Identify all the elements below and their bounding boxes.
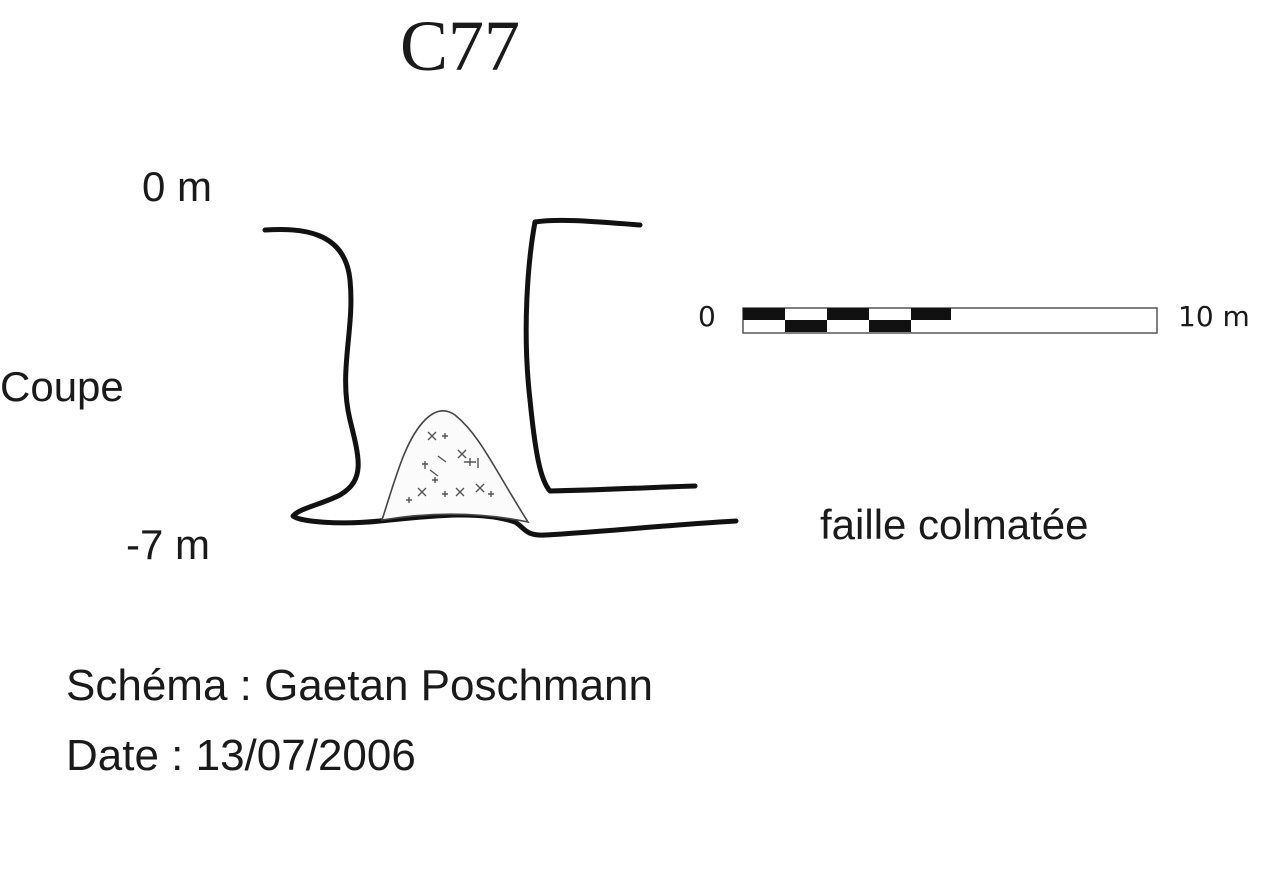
- scale-bar: [742, 307, 1158, 334]
- depth-label-bottom: -7 m: [126, 521, 210, 568]
- survey-date: Date : 13/07/2006: [66, 731, 416, 780]
- feature-label: faille colmatée: [820, 501, 1089, 548]
- scale-min-label: 0: [698, 300, 716, 333]
- depth-label-top: 0 m: [142, 163, 213, 210]
- diagram-title: C77: [400, 6, 521, 86]
- debris-cone: [380, 410, 530, 524]
- cave-wall-right: [523, 217, 698, 494]
- cave-floor: [377, 512, 739, 538]
- author-credit: Schéma : Gaetan Poschmann: [66, 661, 653, 710]
- debris-hatching: [406, 431, 494, 503]
- cave-wall-left: [262, 227, 383, 526]
- scale-max-label: 10 m: [1178, 300, 1250, 333]
- section-label: Coupe: [0, 363, 124, 410]
